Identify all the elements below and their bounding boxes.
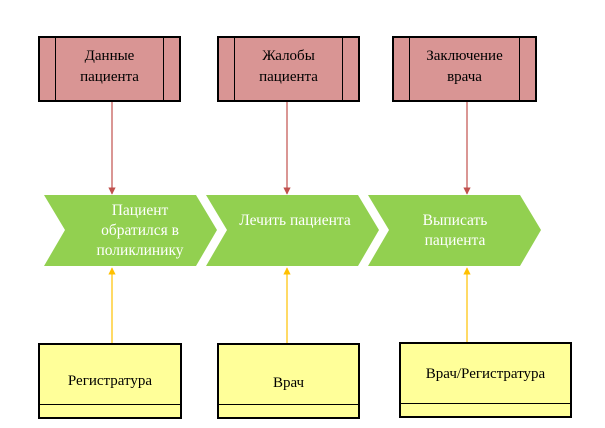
role-label: Врач/Регистратура: [425, 366, 546, 382]
role-box-bottom-strip: [219, 404, 358, 405]
document-box-right-bar: [519, 38, 520, 100]
document-label: Жалобы пациента: [259, 48, 318, 85]
document-label: Заключение врача: [426, 48, 503, 85]
document-label: Данные пациента: [80, 48, 139, 85]
process-step-3-label: Выписать пациента: [422, 212, 488, 249]
role-box-registry: Регистратура: [38, 343, 182, 419]
role-label: Врач: [272, 375, 305, 391]
role-box-doctor: Врач: [217, 343, 360, 419]
role-box-bottom-strip: [401, 403, 570, 404]
role-box-doctor-registry: Врач/Регистратура: [399, 342, 572, 418]
process-step-1-label: Пациент обратился в поликлинику: [96, 202, 184, 259]
document-box-left-bar: [409, 38, 410, 100]
document-box-right-bar: [163, 38, 164, 100]
document-box-patient-data: Данные пациента: [38, 36, 181, 102]
document-box-right-bar: [342, 38, 343, 100]
role-label: Регистратура: [67, 373, 153, 389]
process-step-3-shape: [368, 195, 541, 266]
process-step-2-shape: [206, 195, 379, 266]
document-box-left-bar: [234, 38, 235, 100]
role-box-bottom-strip: [40, 404, 180, 405]
process-step-1-shape: [44, 195, 217, 266]
document-box-left-bar: [55, 38, 56, 100]
document-box-doctor-conclusion: Заключение врача: [392, 36, 537, 102]
document-box-patient-complaints: Жалобы пациента: [217, 36, 360, 102]
process-step-2-label: Лечить пациента: [239, 212, 351, 229]
